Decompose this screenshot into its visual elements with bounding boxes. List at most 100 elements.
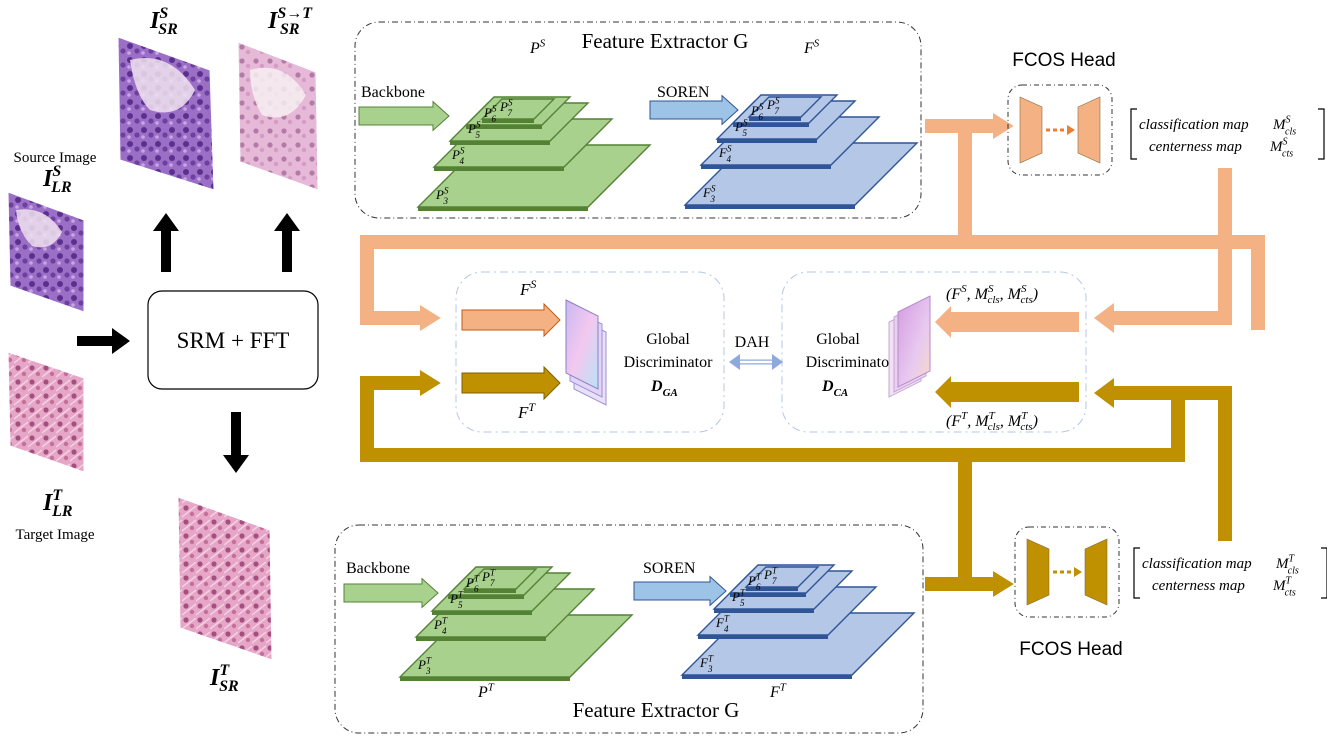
- right-arrow-into-srm-shaft: [77, 336, 114, 346]
- soren-top-label: SOREN: [657, 84, 710, 101]
- feature-extractor-top-title: Feature Extractor G: [582, 29, 749, 53]
- down-arrow-sr-target: [223, 455, 249, 473]
- source-flow-bus: [360, 235, 1265, 249]
- fcos-head-bottom-encoder: [1026, 538, 1050, 606]
- pyramid-f-t-layer-edge-4: [730, 593, 806, 597]
- dah-arrow-left: [729, 354, 740, 370]
- dah-arrow-right: [772, 354, 783, 370]
- map-top-line1: classification map: [1139, 117, 1249, 133]
- fcos-head-top-link-head: [1067, 125, 1075, 135]
- cd-title-line1: Global: [816, 331, 860, 348]
- pyramid-p-s-layer-edge-2: [434, 167, 564, 171]
- target-fcos-output-h: [1110, 386, 1232, 400]
- source-fcos-output-drop: [1218, 168, 1232, 325]
- srm-fft-box: [147, 290, 319, 390]
- gd-input-source-arrow: [461, 302, 561, 338]
- soren-bottom-arrow: [633, 575, 727, 607]
- pyramid-p-s-layer-edge-3: [450, 141, 550, 145]
- pyramid-f-s-layer-edge-5: [749, 117, 801, 121]
- map-top-bracket-right: [1318, 108, 1325, 160]
- backbone-bottom-arrow: [343, 577, 439, 609]
- gd-symbol: DGA: [650, 378, 678, 399]
- target-flow-rise: [958, 455, 972, 585]
- pyramid-f-s-layer-edge-2: [701, 165, 831, 169]
- target-flow-to-fcos-head: [993, 571, 1014, 597]
- source-flow-right-drop: [1251, 235, 1265, 330]
- target-flow-left-rise: [360, 376, 374, 462]
- cd-title-line2: Discriminator: [806, 354, 896, 371]
- backbone-top-label: Backbone: [361, 84, 425, 101]
- fcos-head-top-encoder: [1019, 96, 1043, 164]
- source-fcos-output-h: [1110, 311, 1232, 325]
- gd-title-line1: Global: [646, 331, 690, 348]
- map-top-line2: centerness map: [1149, 139, 1242, 155]
- sr-target-image: [177, 496, 273, 661]
- gd-input-ft: FT: [517, 400, 536, 422]
- backbone-bottom-label: Backbone: [346, 560, 410, 577]
- target-flow-left-head: [420, 370, 441, 396]
- backbone-top-arrow: [358, 100, 450, 132]
- up-arrow-sr-source: [153, 213, 179, 231]
- pyramid-f-t-layer-edge-5: [746, 587, 798, 591]
- gd-layer-1: [565, 299, 599, 390]
- cd-symbol: DCA: [821, 378, 848, 399]
- lr-target-image: [7, 351, 85, 473]
- f-t-label: FT: [769, 681, 787, 701]
- source-fcos-output-head: [1094, 303, 1114, 333]
- gd-input-fs: FS: [519, 277, 536, 299]
- gd-title-line2: Discriminator: [624, 354, 714, 371]
- pyramid-p-s-layer-edge-4: [466, 125, 542, 129]
- fcos-head-bottom-decoder: [1084, 538, 1108, 606]
- class-discriminator-box: [781, 271, 1087, 433]
- pyramid-f-s-layer-edge-3: [717, 139, 817, 143]
- source-flow-drop: [958, 126, 972, 248]
- fcos-head-top-title: FCOS Head: [1012, 50, 1115, 71]
- fcos-head-bottom-title: FCOS Head: [1019, 639, 1122, 660]
- target-image-caption: Target Image: [15, 527, 94, 543]
- right-arrow-into-srm: [112, 328, 130, 354]
- sr-target-style-lumen: [250, 67, 306, 118]
- target-flow-left-h: [360, 376, 422, 390]
- map-top-bracket-left: [1130, 108, 1137, 160]
- pyramid-f-t-layer-edge-1: [682, 675, 852, 679]
- source-flow-left-h: [360, 311, 422, 325]
- soren-bottom-label: SOREN: [643, 560, 696, 577]
- cd-input-target-arrow: [935, 376, 1079, 408]
- feature-extractor-bottom-box: [334, 524, 924, 734]
- pyramid-p-t-layer-edge-1: [400, 677, 570, 681]
- pyramid-p-s-layer-edge-5: [482, 119, 534, 123]
- pyramid-f-s-layer-edge-4: [733, 123, 809, 127]
- cd-input-source-arrow: [935, 306, 1079, 338]
- map-bottom-line1: classification map: [1142, 556, 1252, 572]
- cd-layer-1: [897, 295, 931, 388]
- up-arrow-sr-target-style-shaft: [282, 229, 292, 272]
